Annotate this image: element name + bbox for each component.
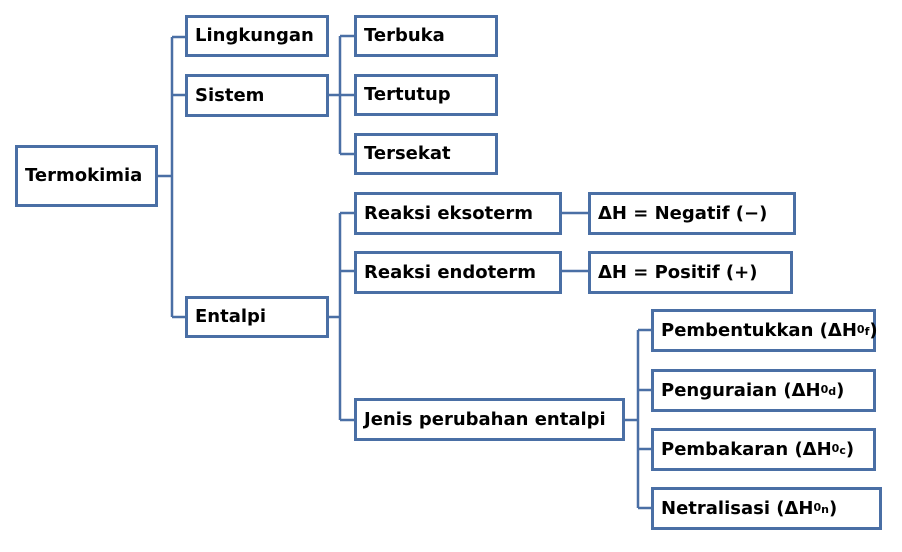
node-pembentukkan-symbol: (ΔH: [819, 319, 857, 341]
node-penguraian-symbol: (ΔH: [783, 379, 821, 401]
node-dh-positif-label: ΔH = Positif (+): [598, 261, 758, 283]
node-pembentukkan-sup: 0: [856, 323, 865, 336]
node-penguraian-name: Penguraian: [661, 379, 778, 401]
node-pembentukkan-close: ): [869, 319, 878, 341]
node-sistem: Sistem: [185, 74, 329, 117]
node-reaksi-endoterm: Reaksi endoterm: [354, 251, 562, 294]
node-jenis-perubahan-entalpi-label: Jenis perubahan entalpi: [364, 408, 606, 430]
node-penguraian-close: ): [836, 379, 845, 401]
node-lingkungan-label: Lingkungan: [195, 25, 314, 46]
node-dh-positif: ΔH = Positif (+): [588, 251, 793, 294]
node-penguraian-sup: 0: [820, 383, 829, 396]
node-terbuka: Terbuka: [354, 15, 498, 57]
node-tersekat: Tersekat: [354, 133, 498, 175]
node-reaksi-endoterm-label: Reaksi endoterm: [364, 261, 537, 283]
node-terbuka-label: Terbuka: [364, 25, 445, 46]
node-sistem-label: Sistem: [195, 84, 265, 106]
node-netralisasi-name: Netralisasi: [661, 497, 770, 519]
node-pembentukkan-sub: f: [864, 325, 870, 338]
node-netralisasi-close: ): [829, 497, 838, 519]
node-penguraian-sub: d: [828, 385, 837, 398]
node-jenis-perubahan-entalpi: Jenis perubahan entalpi: [354, 398, 625, 441]
node-pembakaran-name: Pembakaran: [661, 438, 789, 460]
node-pembakaran-close: ): [845, 438, 855, 460]
node-reaksi-eksoterm: Reaksi eksoterm: [354, 192, 562, 235]
node-tersekat-label: Tersekat: [364, 143, 451, 164]
node-entalpi: Entalpi: [185, 296, 329, 338]
node-dh-negatif-label: ΔH = Negatif (−): [598, 202, 768, 224]
node-tertutup-label: Tertutup: [364, 84, 451, 105]
node-pembakaran-sub: c: [839, 444, 846, 457]
node-tertutup: Tertutup: [354, 74, 498, 116]
node-netralisasi-sup: 0: [813, 501, 822, 514]
node-pembakaran-symbol: (ΔH: [794, 438, 832, 460]
node-netralisasi-symbol: (ΔH: [776, 497, 814, 519]
node-termokimia: Termokimia: [15, 145, 158, 207]
node-pembakaran-sup: 0: [831, 442, 840, 455]
node-reaksi-eksoterm-label: Reaksi eksoterm: [364, 202, 534, 224]
node-termokimia-label: Termokimia: [25, 165, 143, 186]
node-netralisasi-sub: n: [821, 503, 829, 516]
node-pembentukkan-name: Pembentukkan: [661, 319, 814, 341]
node-dh-negatif: ΔH = Negatif (−): [588, 192, 796, 235]
node-entalpi-label: Entalpi: [195, 306, 267, 327]
node-lingkungan: Lingkungan: [185, 15, 329, 57]
